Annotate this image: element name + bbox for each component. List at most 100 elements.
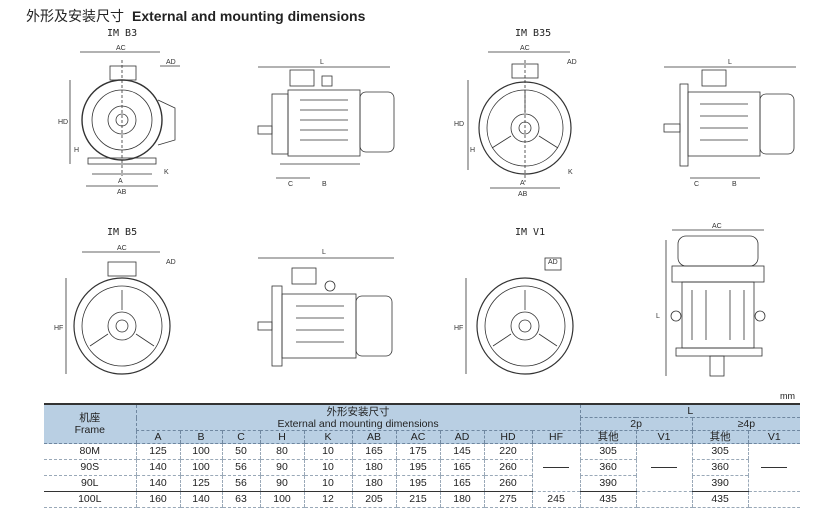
dim-label: HD (58, 119, 68, 126)
table-row: 80M 125 100 50 80 10 165 175 145 220 305… (44, 443, 801, 492)
external-dims-header-cn: 外形安装尺寸 (326, 405, 390, 418)
title-chinese: 外形及安装尺寸 (26, 9, 124, 25)
frame-cell: 80M (44, 443, 136, 460)
dim-label: L (322, 249, 326, 256)
table-cell: 305 (579, 443, 637, 460)
column-header: H (259, 430, 304, 444)
table-cell: 100 (259, 491, 304, 508)
dash-mark (651, 466, 678, 468)
table-cell: 160 (135, 491, 180, 508)
table-row: 100L 160 140 63 100 12 205 215 180 275 2… (44, 491, 801, 508)
view-label-v1: IM V1 (515, 227, 546, 238)
table-cell: 390 (691, 475, 749, 492)
dim-label: HF (54, 325, 63, 332)
table-cell: 360 (691, 459, 749, 476)
table-cell: 195 (395, 459, 440, 476)
dim-label: AB (117, 189, 127, 196)
dim-label: AC (712, 223, 722, 230)
dim-label: B (732, 181, 737, 188)
table-cell: 180 (351, 459, 396, 476)
table-cell: 195 (395, 475, 440, 492)
table-cell: 145 (439, 443, 484, 460)
frame-cell: 90L (44, 475, 136, 492)
dim-label: AC (520, 45, 530, 52)
dim-label: L (728, 59, 732, 66)
dim-label: AC (116, 45, 126, 52)
table-cell: 180 (351, 475, 396, 492)
table-cell: 100 (179, 459, 222, 476)
dim-label: L (320, 59, 324, 66)
table-cell: 10 (303, 475, 352, 492)
motor-drawings: AC AD HD H A AB K L C B AC AD HD H A AB … (54, 45, 796, 377)
dim-label: AD (567, 59, 577, 66)
table-top-rule (44, 403, 800, 405)
table-cell: 10 (303, 443, 352, 460)
poles-4p-header: ≥4p (691, 417, 801, 431)
table-cell: 165 (439, 475, 484, 492)
dim-label: HF (454, 325, 463, 332)
length-header: L (579, 405, 801, 418)
table-cell: 56 (221, 459, 260, 476)
dim-label: AD (166, 259, 176, 266)
v1-side-view (665, 229, 766, 377)
dim-label: AC (117, 245, 127, 252)
column-header: AC (395, 430, 440, 444)
table-cell: 260 (483, 459, 532, 476)
column-header: HD (483, 430, 532, 444)
view-label-b5: IM B5 (107, 227, 138, 238)
table-cell (747, 491, 801, 508)
table-cell: 140 (179, 491, 222, 508)
table-cell: 125 (179, 475, 222, 492)
dim-label: AD (166, 59, 176, 66)
b5-front-view (65, 251, 171, 375)
frame-cell: 90S (44, 459, 136, 476)
table-row: 90L 140 125 56 90 10 180 195 165 260 390… (44, 475, 800, 492)
dim-label: B (322, 181, 327, 188)
b35-side-view (663, 66, 796, 179)
page-title: 外形及安装尺寸 External and mounting dimensions (26, 6, 365, 26)
dim-label: AB (518, 191, 528, 198)
table-cell: 10 (303, 459, 352, 476)
dim-label: H (74, 147, 79, 154)
column-header-other-2p: 其他 (579, 430, 637, 444)
column-header-other-4p: 其他 (691, 430, 749, 444)
frame-header-cn: 机座 (79, 412, 101, 424)
b35-front-view (467, 51, 572, 189)
table-cell: 180 (439, 491, 484, 508)
table-cell: 245 (531, 491, 581, 508)
table-cell: 175 (395, 443, 440, 460)
table-cell: 90 (259, 459, 304, 476)
unit-label: mm (780, 391, 795, 401)
dim-label: A (520, 180, 525, 187)
dim-label: AD (548, 259, 558, 266)
dash-mark (543, 466, 570, 468)
table-cell: 260 (483, 475, 532, 492)
v1-4p-empty-cell (747, 443, 801, 492)
table-cell: 125 (135, 443, 180, 460)
table-row: 90S 140 100 56 90 10 180 195 165 260 360… (44, 459, 800, 476)
b3-side-view (257, 66, 395, 179)
dim-label: K (568, 169, 573, 176)
v1-front-view (465, 257, 574, 375)
column-header-v1-2p: V1 (635, 430, 693, 444)
table-cell: 90 (259, 475, 304, 492)
table-cell: 435 (691, 491, 749, 508)
table-cell: 205 (351, 491, 396, 508)
frame-header-en: Frame (74, 424, 105, 436)
table-cell: 275 (483, 491, 532, 508)
external-dims-header-en: External and mounting dimensions (277, 417, 439, 430)
dimension-table: 机座 Frame 外形安装尺寸 External and mounting di… (44, 405, 801, 508)
v1-2p-empty-cell (635, 443, 693, 492)
title-english: External and mounting dimensions (132, 8, 366, 24)
b5-side-view (257, 257, 394, 367)
table-cell: 100 (179, 443, 222, 460)
table-cell: 12 (303, 491, 352, 508)
dim-label: C (288, 181, 293, 188)
table-cell: 165 (351, 443, 396, 460)
dim-label: HD (454, 121, 464, 128)
table-cell: 165 (439, 459, 484, 476)
column-header: A (135, 430, 180, 444)
dim-label: L (656, 313, 660, 320)
frame-header: 机座 Frame (44, 405, 136, 444)
table-cell: 390 (579, 475, 637, 492)
